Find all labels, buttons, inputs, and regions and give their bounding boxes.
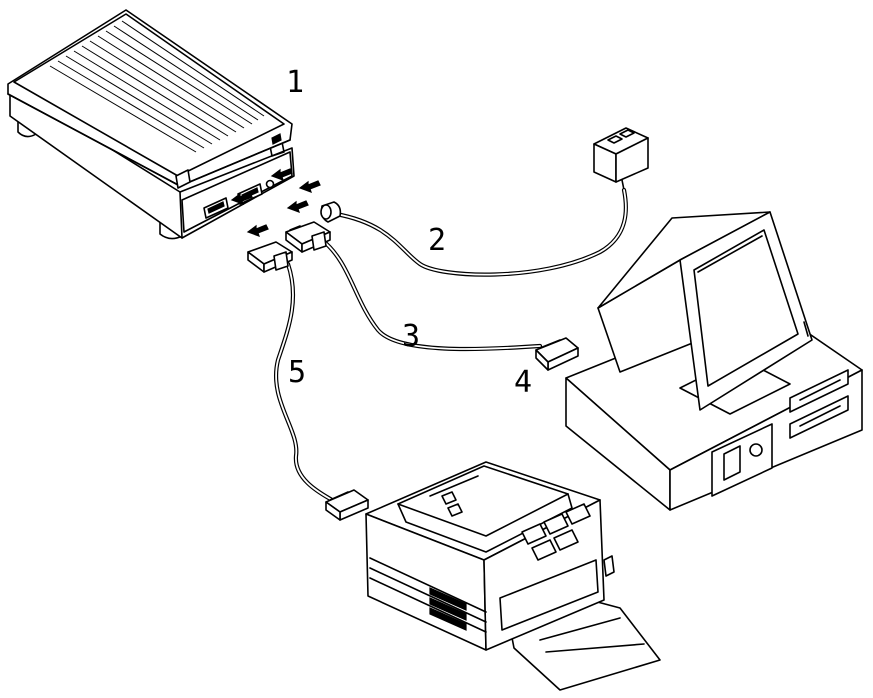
- power-plug: [320, 201, 342, 223]
- arrow-icon: [230, 192, 253, 205]
- connectors: [247, 201, 579, 521]
- label-power-cable: 2: [428, 223, 446, 258]
- label-scanner: 1: [286, 65, 304, 100]
- label-parallel-cable: 3: [402, 319, 420, 354]
- arrow-icon: [286, 200, 309, 213]
- computer-illustration: [565, 211, 863, 511]
- db25-connector-scanner-a: [285, 221, 331, 253]
- power-adapter-illustration: [593, 127, 649, 191]
- printer-illustration: [365, 461, 661, 691]
- label-computer-port: 4: [514, 365, 532, 400]
- db25-connector-computer: [535, 337, 579, 371]
- scanner-illustration: [7, 9, 295, 240]
- arrow-icon: [298, 180, 321, 193]
- db25-connector-scanner-b: [247, 241, 293, 273]
- cables: [274, 187, 628, 503]
- db25-connector-printer: [325, 489, 369, 521]
- insert-arrows: [230, 168, 321, 237]
- arrow-icon: [246, 224, 269, 237]
- callout-labels: 1 2 3 4 5: [286, 65, 532, 400]
- arrow-icon: [270, 168, 293, 181]
- label-printer-cable: 5: [288, 355, 306, 390]
